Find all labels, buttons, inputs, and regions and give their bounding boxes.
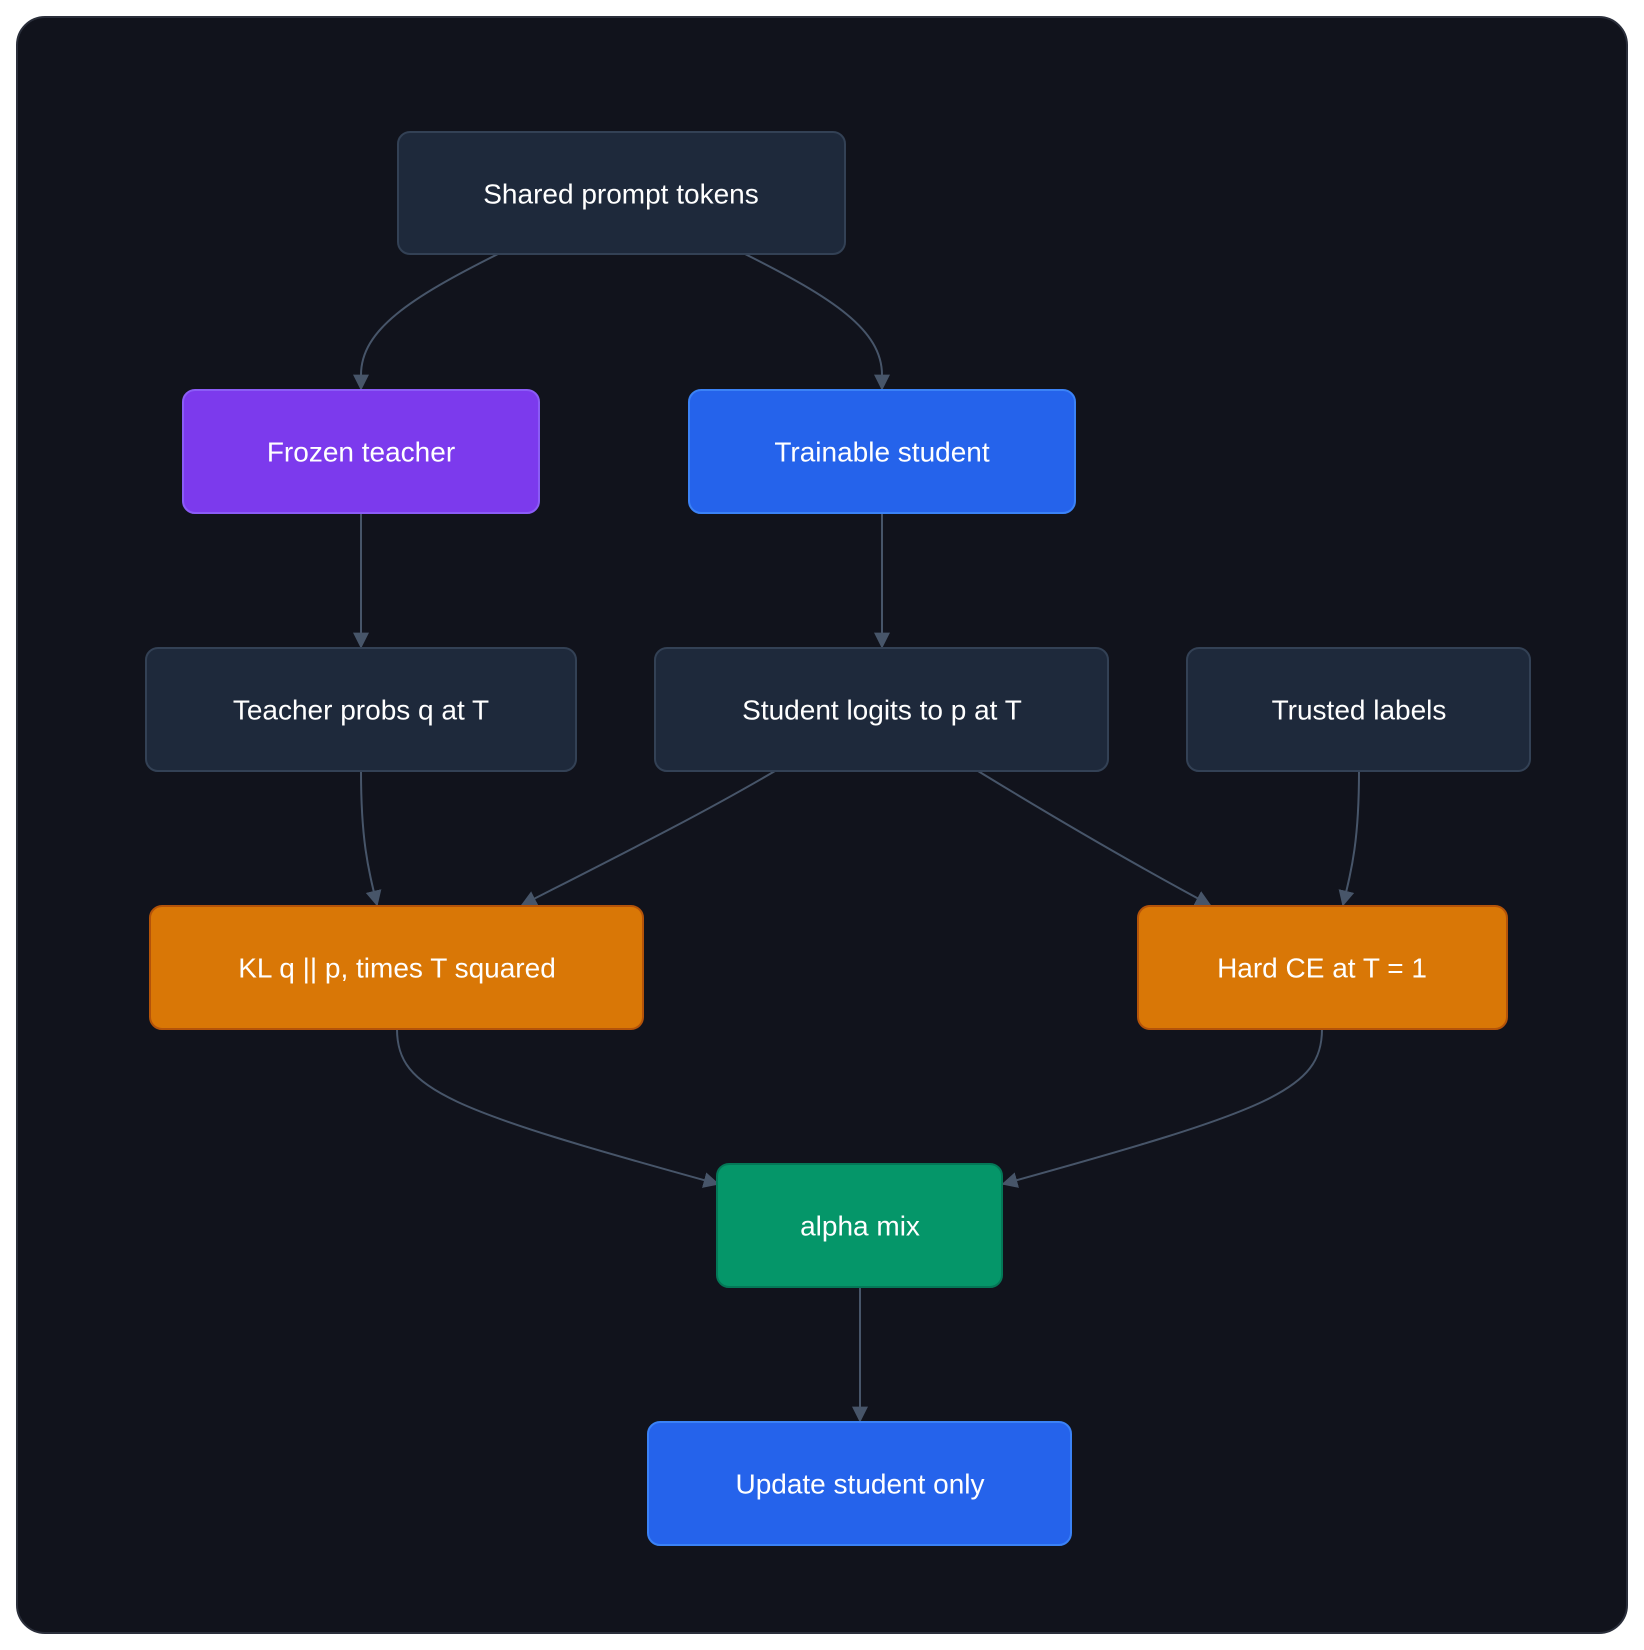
node-label: Frozen teacher: [267, 437, 455, 468]
node-kl-loss[interactable]: KL q || p, times T squared: [149, 905, 644, 1030]
node-label: Trainable student: [774, 437, 990, 468]
node-label: Shared prompt tokens: [483, 179, 759, 210]
node-update-student-only[interactable]: Update student only: [647, 1421, 1072, 1546]
node-label: Trusted labels: [1272, 695, 1447, 726]
node-label: Hard CE at T = 1: [1217, 953, 1427, 984]
node-label: KL q || p, times T squared: [238, 953, 556, 984]
node-frozen-teacher[interactable]: Frozen teacher: [182, 389, 540, 514]
node-trainable-student[interactable]: Trainable student: [688, 389, 1076, 514]
edge-teacher-probs-to-kl-loss: [360, 770, 382, 907]
node-label: Teacher probs q at T: [233, 695, 489, 726]
node-trusted-labels[interactable]: Trusted labels: [1186, 647, 1531, 772]
node-alpha-mix[interactable]: alpha mix: [716, 1163, 1003, 1288]
node-label: Student logits to p at T: [742, 695, 1022, 726]
node-teacher-probs[interactable]: Teacher probs q at T: [145, 647, 577, 772]
node-hard-ce[interactable]: Hard CE at T = 1: [1137, 905, 1508, 1030]
edges: [353, 253, 1360, 1423]
edge-student-logits-to-kl-loss: [520, 770, 776, 906]
edge-hard-ce-to-alpha-mix: [1001, 1028, 1323, 1188]
node-label: Update student only: [735, 1469, 984, 1500]
edge-trusted-labels-to-hard-ce: [1338, 770, 1360, 907]
edge-shared-prompt-to-trainable-student: [744, 253, 890, 391]
nodes: Shared prompt tokens Frozen teacher Trai…: [145, 131, 1531, 1546]
edge-shared-prompt-to-frozen-teacher: [353, 253, 499, 391]
edge-student-logits-to-hard-ce: [977, 770, 1212, 906]
node-student-logits[interactable]: Student logits to p at T: [654, 647, 1109, 772]
edge-kl-loss-to-alpha-mix: [396, 1028, 720, 1188]
node-label: alpha mix: [800, 1211, 920, 1242]
diagram-frame: [16, 16, 1628, 1634]
node-shared-prompt-tokens[interactable]: Shared prompt tokens: [397, 131, 846, 255]
